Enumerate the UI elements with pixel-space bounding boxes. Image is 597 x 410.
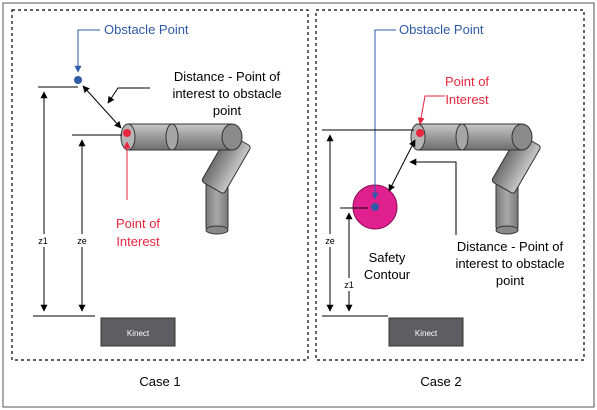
case1-poi-label-1: Point of [116,216,160,231]
case1-dashed-box [11,9,309,361]
case2-distance-leader [409,158,457,235]
case2-z1-label: z1 [344,280,354,290]
case1-obstacle-leader [74,29,100,73]
case1-ze-label: ze [77,236,87,246]
case2-obstacle-leader [371,29,396,200]
case1-kinect-label: Kinect [127,329,150,338]
case2-kinect-box [388,317,464,347]
case1-poi-label-2: Interest [116,234,160,249]
case2-panel: Obstacle Point Point of Interest Distanc… [315,9,585,389]
case2-distance-arrow [388,139,416,192]
case2-contour-label-1: Safety [369,250,406,265]
case2-obstacle-point [371,203,379,211]
case2-robot-arm [410,123,541,235]
case1-distance-arrow [82,85,122,129]
case1-point-of-interest [123,129,131,137]
case1-caption: Case 1 [139,374,180,389]
case1-panel: Obstacle Point Point of Interest Distanc… [11,9,309,389]
case1-distance-label-2: interest to obstacle [172,86,281,101]
case2-poi-label-2: Interest [445,92,489,107]
case1-obstacle-label: Obstacle Point [104,22,189,37]
case2-point-of-interest [416,129,424,137]
case1-kinect-box [100,317,176,347]
case2-dashed-box [315,9,585,361]
case1-obstacle-point [74,76,82,84]
case2-caption: Case 2 [420,374,461,389]
case2-distance-label-1: Distance - Point of [457,239,564,254]
case1-distance-label-3: point [213,103,242,118]
case2-poi-label-1: Point of [445,74,489,89]
case2-poi-leader [417,95,445,125]
case1-distance-label-1: Distance - Point of [174,69,281,84]
case2-distance-label-3: point [496,273,525,288]
case1-z1-label: z1 [38,236,48,246]
case2-contour-label-2: Contour [364,267,411,282]
case1-distance-leader [107,87,150,104]
case2-ze-label: ze [325,236,335,246]
case2-obstacle-label: Obstacle Point [399,22,484,37]
case2-kinect-label: Kinect [415,329,438,338]
case2-distance-label-2: interest to obstacle [455,256,564,271]
